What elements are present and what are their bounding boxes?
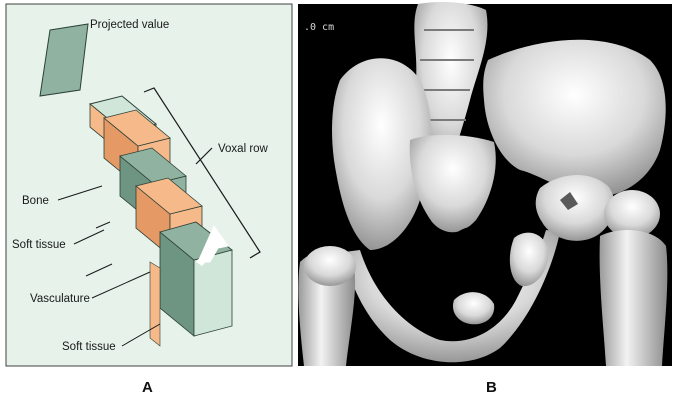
panel-b-letter: B xyxy=(486,379,497,396)
bone-label: Bone xyxy=(22,195,49,207)
voxal-row-label: Voxal row xyxy=(218,143,269,155)
soft-tissue-upper-label: Soft tissue xyxy=(12,239,66,251)
panel-b: .0 cm xyxy=(298,2,672,396)
soft-tissue-lower-label: Soft tissue xyxy=(62,341,116,353)
projected-value-label: Projected value xyxy=(90,19,169,31)
vasculature-label: Vasculature xyxy=(30,293,90,305)
panel-a: Projected value Voxal row Bone Soft tiss… xyxy=(6,4,292,396)
panel-a-letter: A xyxy=(142,379,153,396)
scale-readout: .0 cm xyxy=(304,22,334,33)
